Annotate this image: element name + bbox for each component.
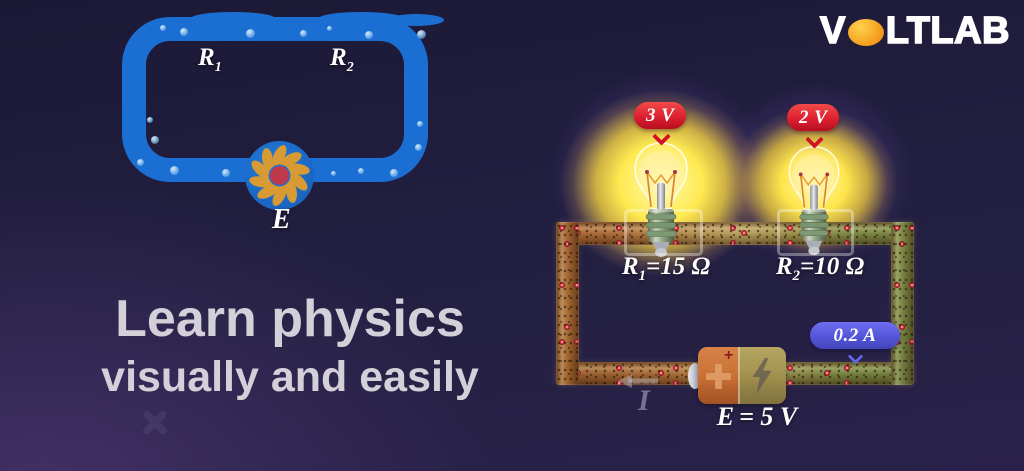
- bubble: [137, 159, 144, 166]
- bulb2-voltage-badge: 2 V: [787, 104, 840, 131]
- logo-text-ltlab: LTLAB: [885, 9, 1010, 53]
- pump-e-label: E: [272, 204, 291, 235]
- battery-positive-half: +: [698, 347, 739, 404]
- r2-value-label: R2=10 Ω: [775, 253, 865, 284]
- pump-icon: [245, 141, 314, 210]
- headline-line2: visually and easily: [101, 352, 479, 401]
- pipe-r2-label: R2: [330, 44, 354, 75]
- bulb2-selection-box: [777, 209, 854, 256]
- wire-left: [556, 222, 579, 385]
- bubble: [417, 121, 423, 127]
- bubble: [180, 28, 188, 36]
- bubble: [160, 25, 166, 31]
- pipe-r1-label: R1: [198, 44, 222, 75]
- battery-emf-label: E= 5 V: [716, 402, 798, 431]
- voltlab-logo: V LTLAB: [819, 9, 1010, 53]
- bubble: [417, 30, 426, 39]
- bubble: [365, 31, 373, 39]
- bubble: [331, 171, 336, 176]
- plus-sign: +: [724, 347, 734, 364]
- wire-top: [556, 222, 914, 245]
- bubble: [415, 144, 422, 151]
- logo-orange-o-icon: [847, 19, 884, 46]
- r1-value-label: R1=15 Ω: [621, 253, 711, 284]
- turbine-icon: [249, 145, 310, 206]
- bulb1-voltage-badge: 3 V: [634, 102, 687, 129]
- wire-right: [891, 222, 914, 385]
- crossed-tools-watermark-icon: [138, 406, 172, 440]
- bubble: [151, 136, 159, 144]
- current-direction-arrow-icon: [618, 374, 658, 388]
- bubble: [246, 29, 255, 38]
- lightning-icon: [752, 357, 772, 394]
- headline-line1: Learn physics: [115, 290, 465, 348]
- current-badge: 0.2 A: [810, 322, 900, 349]
- bubble: [327, 26, 332, 31]
- pipe-bulge: [190, 12, 276, 26]
- plus-icon: [715, 364, 722, 389]
- battery-icon: +: [698, 347, 786, 404]
- bulb1-selection-box: [624, 209, 703, 256]
- battery-negative-half: [738, 347, 786, 404]
- logo-text-v: V: [819, 9, 846, 53]
- bubble: [222, 169, 230, 177]
- pipe-bulge: [388, 14, 444, 26]
- bubble: [147, 117, 153, 123]
- bubble: [170, 166, 179, 175]
- bubble: [358, 168, 364, 174]
- bubble: [300, 30, 307, 37]
- current-i-label: I: [638, 384, 650, 417]
- bubble: [390, 169, 398, 177]
- pipe-bulge: [318, 12, 404, 26]
- headline: Learn physics visually and easily: [28, 292, 552, 400]
